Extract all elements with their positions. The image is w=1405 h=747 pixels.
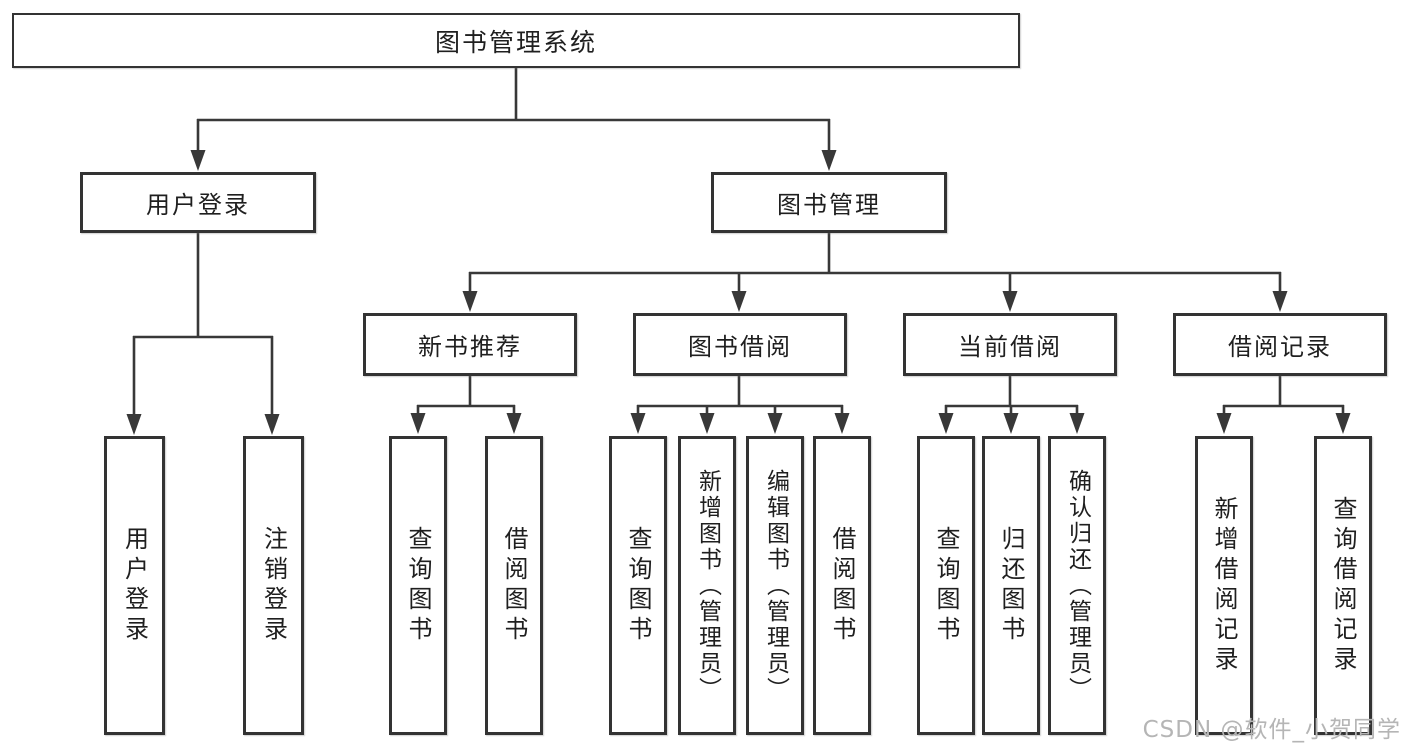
leaf-borrowing-query-books: 查询图书: [609, 436, 667, 735]
connector-book-mgmt-branch: [462, 233, 1288, 312]
leaf-borrowing-add-books-admin: 新增图书（管理员）: [678, 436, 736, 735]
node-system-root: 图书管理系统: [12, 13, 1020, 68]
connector-user-login-branch: [126, 233, 280, 435]
leaf-newbook-query-books: 查询图书: [389, 436, 447, 735]
leaf-logout: 注销登录: [243, 436, 304, 735]
leaf-user-login: 用户登录: [104, 436, 165, 735]
node-current-borrowing: 当前借阅: [903, 313, 1117, 376]
node-book-management: 图书管理: [711, 172, 947, 233]
leaf-current-confirm-return-admin: 确认归还（管理员）: [1048, 436, 1106, 735]
leaf-records-query-record: 查询借阅记录: [1314, 436, 1372, 735]
connector-root-to-level2: [190, 68, 837, 171]
leaf-borrowing-edit-books-admin: 编辑图书（管理员）: [746, 436, 804, 735]
connector-borrowing-branch: [630, 376, 850, 434]
node-book-borrowing: 图书借阅: [633, 313, 847, 376]
leaf-records-add-record: 新增借阅记录: [1195, 436, 1253, 735]
leaf-newbook-borrow-books: 借阅图书: [485, 436, 543, 735]
node-new-book-recommend: 新书推荐: [363, 313, 577, 376]
node-borrow-records: 借阅记录: [1173, 313, 1387, 376]
connector-records-branch: [1216, 376, 1351, 434]
node-user-login: 用户登录: [80, 172, 316, 233]
leaf-current-query-books: 查询图书: [917, 436, 975, 735]
leaf-current-return-books: 归还图书: [982, 436, 1040, 735]
connector-current-branch: [938, 376, 1085, 434]
csdn-watermark: CSDN @软件_小贺同学: [1142, 717, 1401, 743]
connector-new-book-branch: [410, 376, 522, 434]
leaf-borrowing-borrow-books: 借阅图书: [813, 436, 871, 735]
